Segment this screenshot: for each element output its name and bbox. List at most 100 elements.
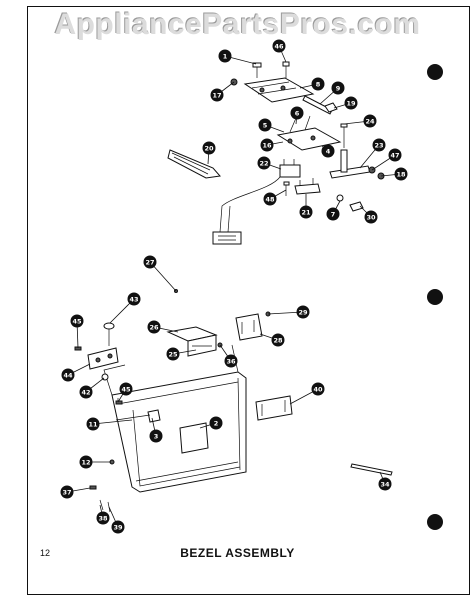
callout-label: 43	[129, 295, 138, 303]
callout-label: 4	[326, 147, 331, 155]
callout-label: 17	[212, 91, 221, 99]
lower-bezel-assembly	[74, 289, 393, 513]
top-bracket	[243, 77, 315, 103]
callout-4: 4	[321, 144, 335, 158]
callout-bubble	[119, 382, 133, 396]
callout-7: 7	[326, 207, 340, 221]
callout-bubble	[149, 429, 163, 443]
callout-9: 9	[331, 81, 345, 95]
callout-40: 40	[311, 382, 325, 396]
callout-label: 40	[313, 385, 323, 393]
callout-bubble	[299, 205, 313, 219]
binder-hole-bottom	[427, 514, 443, 530]
callout-bubble	[60, 485, 74, 499]
callout-21: 21	[299, 205, 313, 219]
callout-3: 3	[149, 429, 163, 443]
screw-45	[74, 346, 82, 351]
callout-label: 28	[273, 336, 283, 344]
clip-21	[294, 183, 321, 195]
callout-bubble	[326, 207, 340, 221]
callout-25: 25	[166, 347, 180, 361]
callout-8: 8	[311, 77, 325, 91]
callout-24: 24	[363, 114, 377, 128]
callout-bubble	[272, 39, 286, 53]
callout-label: 16	[262, 141, 272, 149]
callout-bubble	[260, 138, 274, 152]
callout-bubble	[296, 305, 310, 319]
callout-27: 27	[143, 255, 157, 269]
trim-strip-34	[350, 463, 393, 476]
callout-17: 17	[210, 88, 224, 102]
diagram-frame	[27, 6, 470, 595]
callout-bubble	[147, 320, 161, 334]
diagram-caption: BEZEL ASSEMBLY	[180, 546, 295, 560]
callout-label: 11	[88, 420, 98, 428]
callout-47: 47	[388, 148, 402, 162]
callout-label: 45	[72, 317, 82, 325]
watermark: AppliancePartsPros.com	[54, 8, 421, 41]
callout-bubble	[271, 333, 285, 347]
bracket-23	[329, 165, 371, 179]
callout-label: 12	[81, 458, 90, 466]
callout-29: 29	[296, 305, 310, 319]
callout-16: 16	[260, 138, 274, 152]
callout-45: 45	[119, 382, 133, 396]
callout-bubble	[364, 210, 378, 224]
callout-20: 20	[202, 141, 216, 155]
middle-plate	[276, 127, 342, 151]
callout-bubble	[96, 511, 110, 525]
clip-30	[349, 201, 364, 212]
callout-2: 2	[209, 416, 223, 430]
callout-43: 43	[127, 292, 141, 306]
wire-connector	[212, 231, 242, 245]
callout-bubble	[210, 88, 224, 102]
callout-label: 37	[62, 488, 71, 496]
callout-label: 24	[365, 117, 375, 125]
callout-bubble	[388, 148, 402, 162]
callout-label: 9	[336, 84, 341, 92]
callout-label: 6	[295, 109, 300, 117]
callout-bubble	[290, 106, 304, 120]
callout-label: 45	[121, 385, 131, 393]
washer-7	[336, 194, 344, 202]
screw-46	[282, 61, 290, 67]
callout-39: 39	[111, 520, 125, 534]
callout-bubble	[79, 385, 93, 399]
callout-bubble	[363, 114, 377, 128]
callout-48: 48	[263, 192, 277, 206]
callout-26: 26	[147, 320, 161, 334]
callout-label: 1	[223, 52, 228, 60]
callout-bubble	[111, 520, 125, 534]
callout-label: 22	[259, 159, 268, 167]
callout-bubble	[70, 314, 84, 328]
callout-37: 37	[60, 485, 74, 499]
callout-label: 39	[113, 523, 123, 531]
callout-30: 30	[364, 210, 378, 224]
callout-label: 8	[316, 80, 321, 88]
callout-bubble	[378, 477, 392, 491]
callout-12: 12	[79, 455, 93, 469]
callout-label: 21	[301, 208, 311, 216]
callout-bubble	[202, 141, 216, 155]
leader-line-11	[92, 419, 133, 425]
callout-label: 19	[346, 99, 356, 107]
callout-label: 48	[265, 195, 275, 203]
callout-22: 22	[257, 156, 271, 170]
callout-label: 44	[63, 371, 73, 379]
bracket-2	[179, 422, 209, 454]
callout-label: 34	[380, 480, 390, 488]
callout-label: 5	[263, 121, 268, 129]
callout-bubble	[331, 81, 345, 95]
callout-18: 18	[394, 167, 408, 181]
bracket-28	[235, 313, 263, 341]
screw-24	[340, 123, 348, 128]
callout-bubble	[372, 138, 386, 152]
callout-bubble	[143, 255, 157, 269]
callout-bubble	[218, 49, 232, 63]
knob-43	[103, 322, 115, 330]
callout-label: 25	[168, 350, 178, 358]
callout-bubble	[166, 347, 180, 361]
binder-hole-top	[427, 64, 443, 80]
